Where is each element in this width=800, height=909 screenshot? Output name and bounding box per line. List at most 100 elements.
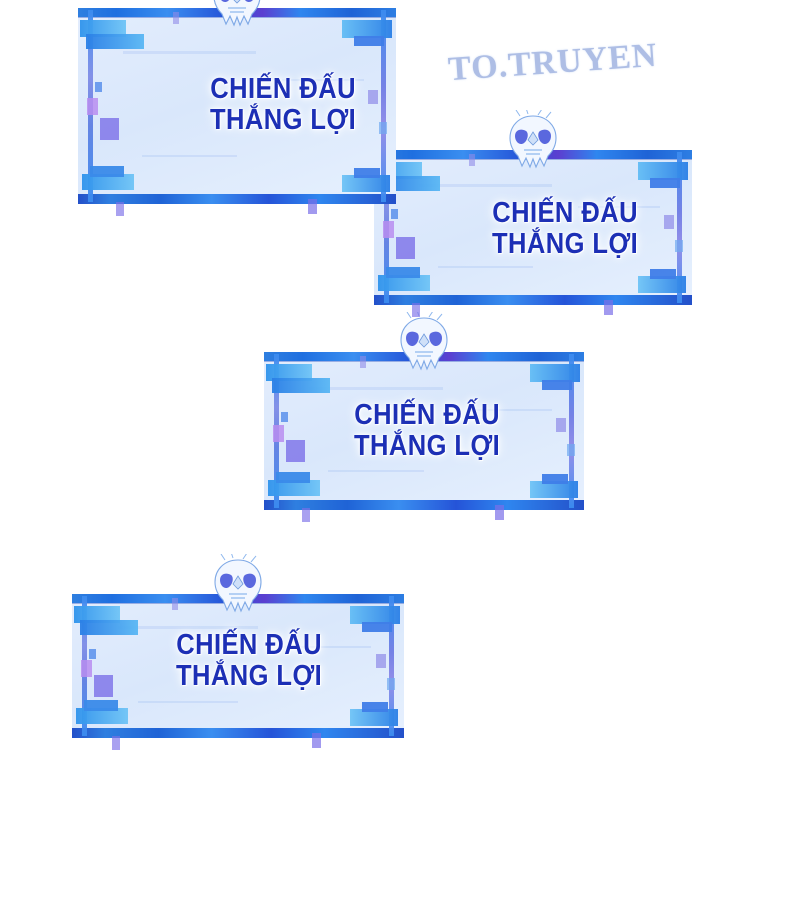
glitch-square	[286, 440, 305, 463]
glitch-chunk	[542, 474, 568, 484]
victory-line-2: THẮNG LỢI	[353, 430, 501, 463]
glitch-chunk	[272, 378, 330, 393]
glitch-square	[87, 98, 98, 116]
glitch-streak	[468, 408, 552, 411]
glitch-chunk	[84, 700, 118, 711]
site-watermark: TO.TRUYEN	[446, 36, 659, 89]
glitch-square	[111, 736, 120, 750]
glitch-chunk	[542, 380, 572, 390]
glitch-chunk	[268, 480, 320, 496]
frame-bar-top	[72, 594, 404, 603]
glitch-square	[664, 215, 674, 230]
frame-bar-top	[78, 8, 396, 17]
glitch-streak	[118, 625, 258, 629]
glitch-square	[171, 598, 178, 610]
frame-bar-right	[389, 596, 394, 736]
glitch-square	[469, 154, 476, 166]
glitch-chunk	[342, 175, 390, 192]
glitch-chunk	[362, 702, 388, 712]
glitch-square	[89, 648, 96, 659]
victory-line-2: THẮNG LỢI	[491, 228, 639, 261]
glitch-chunk	[342, 20, 392, 38]
glitch-chunk	[276, 472, 310, 483]
glitch-chunk	[350, 709, 398, 726]
glitch-chunk	[650, 178, 680, 188]
glitch-streak	[328, 470, 424, 473]
glitch-square	[224, 580, 232, 593]
glitch-chunk	[362, 622, 392, 632]
glitch-square	[411, 338, 419, 351]
frame-bar-right	[381, 10, 386, 202]
glitch-square	[360, 356, 366, 368]
glitch-square	[302, 508, 311, 522]
glitch-chunk	[530, 364, 580, 382]
victory-panel-3: CHIẾN ĐẤU THẮNG LỢI	[264, 312, 584, 522]
glitch-streak	[141, 154, 237, 157]
glitch-square	[383, 221, 394, 239]
frame-bar-top	[374, 150, 692, 159]
glitch-chunk	[82, 174, 134, 190]
glitch-streak	[284, 645, 371, 648]
victory-panel-1: CHIẾN ĐẤU THẮNG LỢI	[78, 0, 396, 216]
victory-line-1: CHIẾN ĐẤU	[210, 73, 356, 105]
glitch-streak	[281, 78, 365, 81]
glitch-square	[224, 0, 232, 7]
glitch-streak	[437, 265, 533, 268]
frame-bar-bottom	[78, 194, 396, 204]
glitch-square	[312, 733, 321, 748]
glitch-chunk	[650, 269, 676, 279]
glitch-streak	[138, 701, 238, 704]
victory-line-2: THẮNG LỢI	[209, 104, 357, 137]
glitch-square	[391, 208, 398, 219]
glitch-square	[273, 424, 284, 442]
glitch-square	[675, 239, 683, 252]
frame-bar-bottom	[374, 295, 692, 305]
glitch-streak	[577, 205, 661, 208]
glitch-streak	[308, 386, 444, 390]
glitch-streak	[122, 51, 257, 55]
glitch-square	[379, 121, 387, 134]
victory-text: CHIẾN ĐẤU THẮNG LỢI	[491, 197, 639, 261]
glitch-chunk	[638, 162, 688, 180]
glitch-chunk	[350, 606, 400, 624]
glitch-chunk	[76, 708, 128, 724]
glitch-square	[376, 654, 386, 669]
glitch-chunk	[378, 275, 430, 291]
glitch-square	[412, 303, 421, 317]
glitch-chunk	[382, 176, 440, 191]
glitch-square	[495, 505, 504, 520]
glitch-chunk	[638, 276, 686, 293]
glitch-chunk	[90, 166, 124, 177]
glitch-chunk	[354, 168, 380, 178]
glitch-square	[368, 90, 378, 105]
victory-line-1: CHIẾN ĐẤU	[176, 629, 322, 661]
glitch-square	[556, 418, 566, 433]
victory-text: CHIẾN ĐẤU THẮNG LỢI	[175, 629, 323, 693]
glitch-square	[567, 443, 575, 456]
glitch-chunk	[80, 20, 126, 37]
glitch-square	[387, 677, 395, 690]
glitch-chunk	[266, 364, 312, 381]
victory-text: CHIẾN ĐẤU THẮNG LỢI	[209, 73, 357, 137]
glitch-square	[116, 202, 125, 216]
victory-panel-4: CHIẾN ĐẤU THẮNG LỢI	[72, 554, 404, 750]
glitch-chunk	[354, 36, 384, 46]
frame-bar-bottom	[72, 728, 404, 738]
glitch-square	[281, 412, 288, 423]
frame-bar-bottom	[264, 500, 584, 510]
glitch-square	[95, 82, 102, 93]
victory-panel-2: CHIẾN ĐẤU THẮNG LỢI	[374, 110, 692, 317]
victory-line-2: THẮNG LỢI	[175, 660, 323, 693]
glitch-chunk	[80, 620, 138, 635]
glitch-square	[100, 117, 119, 140]
glitch-square	[396, 236, 415, 259]
frame-bar-top	[264, 352, 584, 361]
victory-line-1: CHIẾN ĐẤU	[354, 399, 500, 431]
glitch-chunk	[386, 267, 420, 278]
glitch-square	[603, 300, 613, 315]
victory-text: CHIẾN ĐẤU THẮNG LỢI	[353, 399, 501, 463]
glitch-square	[520, 136, 528, 149]
glitch-square	[94, 674, 113, 697]
frame-bar-right	[677, 152, 682, 303]
